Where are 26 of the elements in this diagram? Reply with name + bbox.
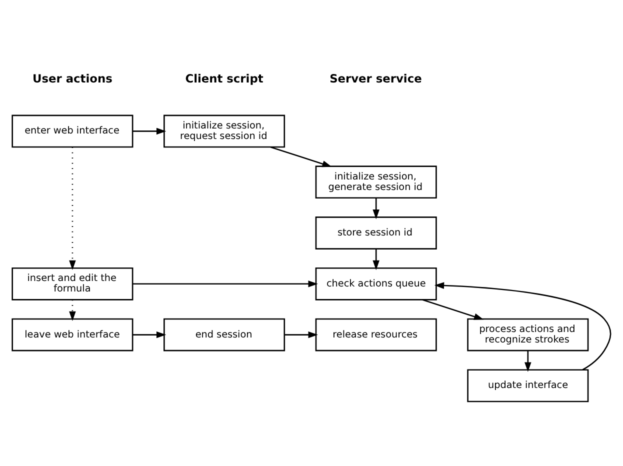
node-box: process actions and recognize strokes — [467, 318, 589, 352]
node-box: update interface — [467, 369, 589, 402]
arrow — [132, 128, 166, 135]
node-box: initialize session, request session id — [164, 114, 286, 148]
node-box: release resources — [315, 318, 437, 352]
node-box: initialize session, generate session id — [315, 166, 437, 199]
arrow — [69, 147, 76, 270]
arrow — [132, 280, 318, 288]
arrow — [524, 350, 532, 372]
node-box: check actions queue — [315, 267, 437, 300]
arrow — [284, 331, 318, 338]
node-box: insert and edit the formula — [12, 267, 134, 300]
arrow — [132, 331, 166, 338]
arrow — [372, 198, 380, 220]
label: Client script — [185, 71, 264, 86]
arrow — [434, 282, 612, 370]
label: User actions — [32, 71, 112, 86]
node-box: enter web interface — [12, 114, 134, 148]
label: Server service — [330, 71, 422, 86]
node-box: end session — [164, 318, 286, 352]
node-box: leave web interface — [12, 318, 134, 352]
arrow — [69, 300, 76, 321]
arrow — [422, 299, 484, 320]
arrow — [270, 146, 332, 168]
arrow — [372, 248, 380, 270]
node-box: store session id — [315, 216, 437, 250]
